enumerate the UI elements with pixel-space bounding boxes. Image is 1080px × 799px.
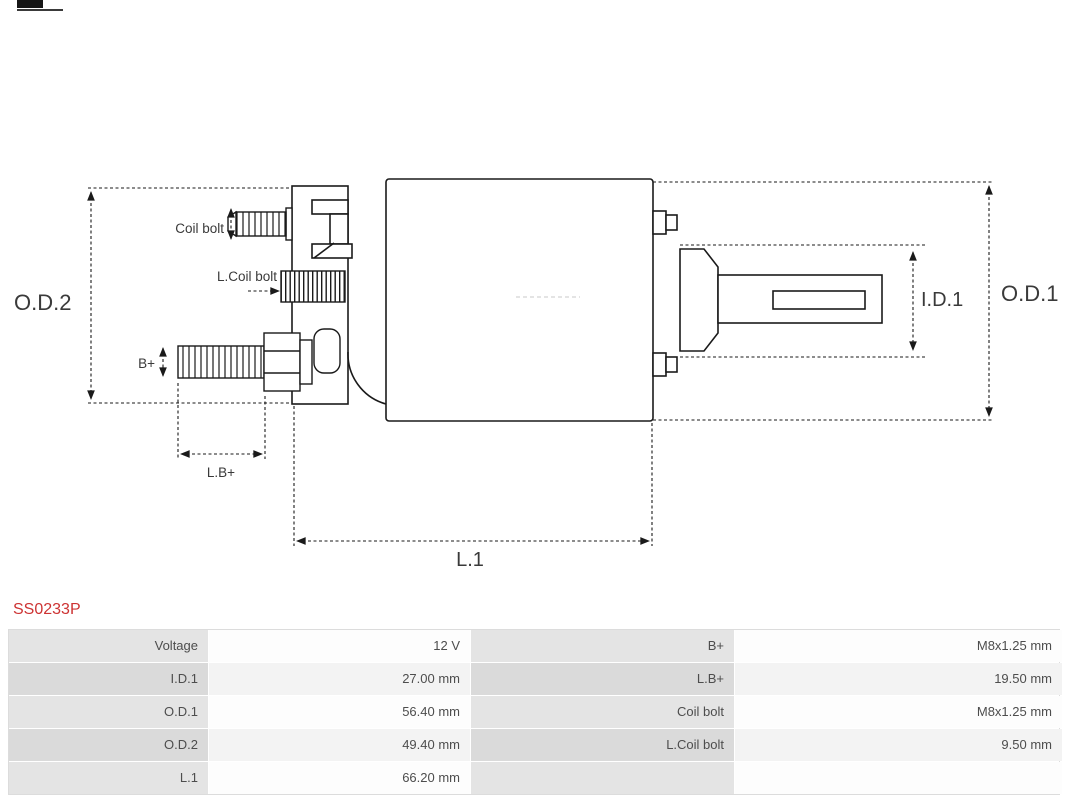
plunger-slot [772, 290, 866, 310]
spec-value-cell: 19.50 mm [735, 663, 1062, 695]
spec-label-cell: Coil bolt [471, 696, 734, 728]
coil-bolt-label: Coil bolt [175, 221, 224, 236]
bracket-top-bar [311, 199, 349, 215]
coil-bolt-tip [227, 210, 237, 238]
spec-label-cell: B+ [471, 630, 734, 662]
terminal-tab-top-outer [665, 214, 678, 231]
b-plus-nut [263, 332, 301, 392]
logo-mark [17, 0, 43, 8]
spec-label-cell: O.D.2 [9, 729, 208, 761]
bracket-diagonal [313, 242, 335, 259]
part-number: SS0233P [13, 601, 81, 618]
spec-value-cell: 12 V [209, 630, 470, 662]
bracket-stem [329, 213, 349, 245]
threaded-block [280, 270, 346, 303]
spec-label-cell: L.Coil bolt [471, 729, 734, 761]
b-plus-washer [299, 339, 313, 385]
id1-label: I.D.1 [921, 289, 963, 311]
l-b-plus-dimension [177, 383, 266, 459]
terminal-tab-top [652, 210, 667, 235]
od1-dimension [653, 181, 993, 421]
l1-label: L.1 [456, 549, 484, 571]
coil-bolt-threaded-block [280, 270, 346, 303]
b-plus-terminal [177, 328, 341, 392]
spec-label-cell: Voltage [9, 630, 208, 662]
id1-dimension [680, 244, 926, 358]
spec-label-cell: O.D.1 [9, 696, 208, 728]
spec-value-cell: 66.20 mm [209, 762, 470, 794]
solenoid-body [385, 178, 654, 422]
spec-value-cell: 56.40 mm [209, 696, 470, 728]
coil-bolt-collar [285, 207, 293, 241]
spec-value-cell: M8x1.25 mm [735, 630, 1062, 662]
spec-label-cell: L.1 [9, 762, 208, 794]
od2-label: O.D.2 [14, 290, 71, 315]
b-plus-insulator [313, 328, 341, 374]
l-b-plus-label: L.B+ [207, 465, 235, 480]
solenoid-technical-drawing: O.D.2 O.D.1 I.D.1 Coil bolt L.Coil bolt … [14, 178, 1058, 571]
solenoid-cylinder [385, 178, 654, 422]
spec-value-cell: 49.40 mm [209, 729, 470, 761]
b-plus-label: B+ [138, 356, 155, 371]
spec-label-cell [471, 762, 734, 794]
terminal-tab-bottom [652, 352, 667, 377]
flange-fillet-curve [347, 351, 387, 405]
l-coil-bolt-label: L.Coil bolt [217, 269, 277, 284]
spec-value-cell: 9.50 mm [735, 729, 1062, 761]
l1-dimension [293, 406, 653, 546]
spec-value-cell: 27.00 mm [209, 663, 470, 695]
spec-label-cell: L.B+ [471, 663, 734, 695]
spec-table: Voltage 12 V B+ M8x1.25 mm I.D.1 27.00 m… [8, 629, 1062, 795]
coil-bolt-thread [235, 211, 287, 237]
spec-value-cell [735, 762, 1062, 794]
spec-label-cell: I.D.1 [9, 663, 208, 695]
plunger-assembly [652, 210, 883, 377]
terminal-tab-bottom-outer [665, 356, 678, 373]
b-plus-thread [177, 345, 265, 379]
od2-dimension [87, 187, 292, 404]
plunger-cone [679, 248, 719, 352]
logo-underline [17, 9, 63, 11]
spec-value-cell: M8x1.25 mm [735, 696, 1062, 728]
coil-bolt [227, 207, 293, 241]
od1-label: O.D.1 [1001, 281, 1058, 306]
